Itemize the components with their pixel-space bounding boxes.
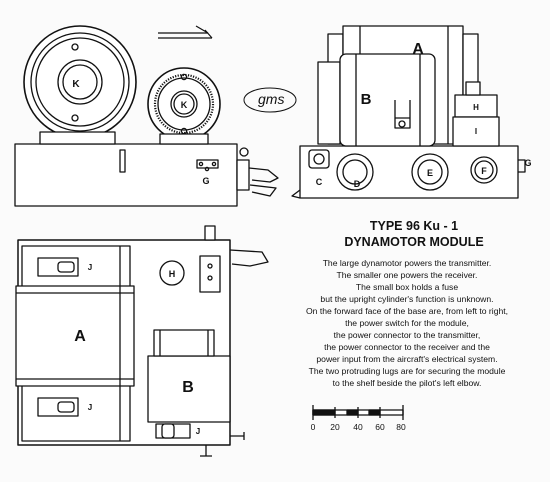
title-line-1: TYPE 96 Ku - 1 (370, 219, 458, 233)
scale-tick-label: 80 (396, 422, 406, 432)
cylinder-b-top (147, 329, 231, 423)
description-line: the power connector to the transmitter, (334, 330, 481, 340)
scale-tick-label: 40 (353, 422, 363, 432)
side-view (291, 25, 526, 199)
label-d-side: D (354, 179, 361, 189)
description-line: The smaller one powers the receiver. (337, 270, 478, 280)
clamp-lower (37, 397, 79, 417)
label-a-top: A (74, 328, 86, 345)
label-i-side: I (475, 127, 477, 136)
label-h-top: H (169, 269, 176, 279)
description-line: The large dynamotor powers the transmitt… (323, 258, 492, 268)
label-j-upper: J (88, 263, 92, 272)
artist-signature: gms (258, 91, 284, 107)
label-a-side: A (412, 41, 424, 58)
scale-tick-label: 20 (330, 422, 340, 432)
label-g-side: G (524, 158, 531, 168)
label-j-right: J (196, 427, 200, 436)
clamp-upper (37, 257, 79, 277)
label-j-lower: J (88, 403, 92, 412)
description-line: to the shelf beside the pilot's left elb… (333, 378, 482, 388)
scale-tick-label: 60 (375, 422, 385, 432)
small-dynamotor-front (147, 67, 221, 145)
title-line-2: DYNAMOTOR MODULE (344, 235, 483, 249)
label-b-side: B (361, 91, 372, 108)
label-c-side: C (316, 177, 323, 187)
label-b-top: B (182, 379, 194, 396)
front-view-base (14, 143, 238, 207)
cylinder-b-side (317, 53, 436, 147)
description-line: power input from the aircraft's electric… (316, 354, 497, 364)
label-k-large: K (72, 79, 80, 90)
description-line: The two protruding lugs are for securing… (309, 366, 506, 376)
clamp-right (155, 423, 191, 439)
label-g-front: G (202, 176, 209, 186)
description-line: The small box holds a fuse (356, 282, 458, 292)
front-view (14, 25, 279, 207)
direction-arrow (158, 25, 212, 39)
scale-bar (312, 405, 404, 420)
label-h-side: H (473, 103, 479, 112)
front-cable-connector (236, 147, 279, 197)
description-line: the power connector to the receiver and … (324, 342, 490, 352)
label-e-side: E (427, 168, 433, 178)
top-view (15, 225, 269, 457)
description-line: the power switch for the module, (345, 318, 469, 328)
label-k-small: K (181, 100, 188, 110)
front-g-bracket (196, 159, 219, 172)
fuse-cap-top (159, 260, 185, 286)
scale-tick-label: 0 (311, 422, 316, 432)
label-f-side: F (481, 166, 487, 176)
fuse-box-side (452, 81, 500, 147)
side-front-panel (308, 149, 498, 191)
large-dynamotor-front (23, 25, 137, 145)
description-line: On the forward face of the base are, fro… (306, 306, 508, 316)
description-line: but the upright cylinder's function is u… (320, 294, 493, 304)
